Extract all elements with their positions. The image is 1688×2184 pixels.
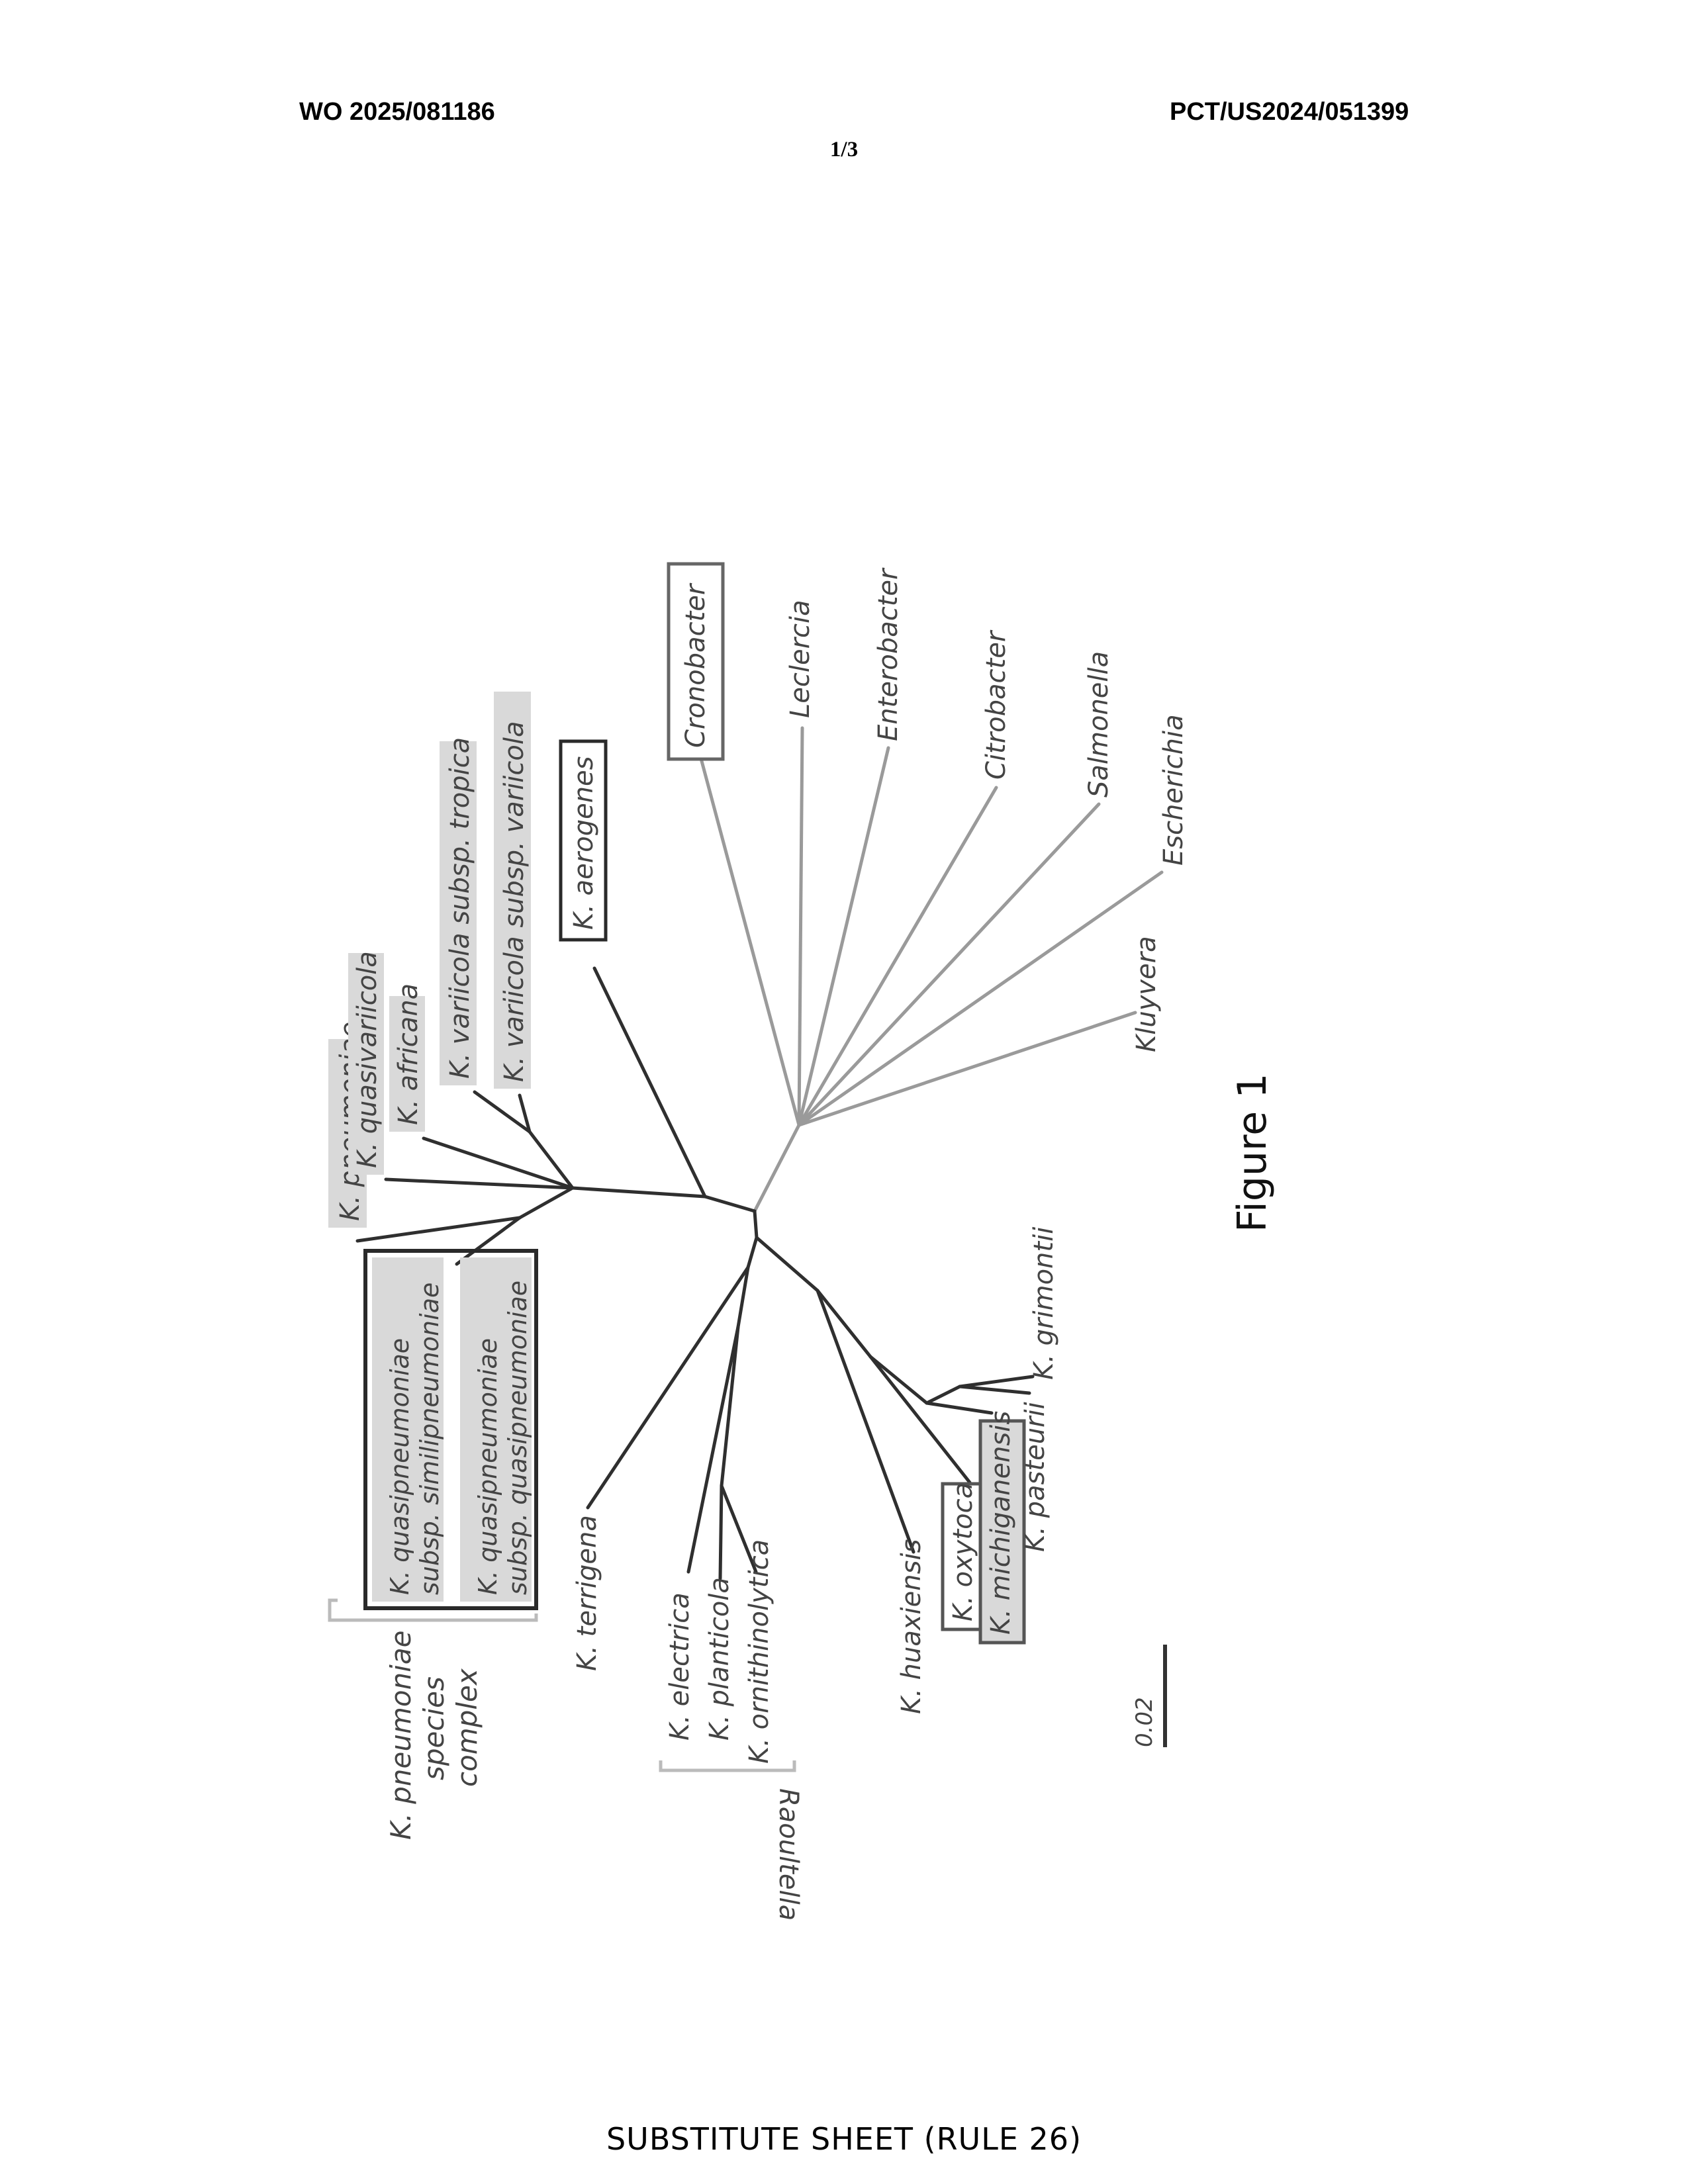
branch-internal-2	[573, 1188, 705, 1197]
svg-text:K. aerogenes: K. aerogenes	[569, 756, 599, 931]
label-k-aerogenes: K. aerogenes	[561, 741, 606, 940]
svg-text:K. pasteurii: K. pasteurii	[1020, 1402, 1051, 1552]
branch-k-electrica	[688, 1327, 738, 1572]
label-k-variicola-tropica: K. variicola subsp. tropica	[440, 737, 477, 1085]
label-kluyvera: Kluyvera	[1131, 936, 1162, 1052]
svg-text:K. quasivariicola: K. quasivariicola	[352, 951, 383, 1168]
branch-internal-1	[705, 1197, 755, 1211]
svg-text:K. quasipneumoniae: K. quasipneumoniae	[473, 1338, 502, 1595]
branch-outgroup-stem	[755, 1125, 799, 1211]
branch-k-pasteurii	[960, 1387, 1029, 1393]
branch-oxytoca-node	[818, 1291, 870, 1357]
svg-text:Kluyvera: Kluyvera	[1131, 936, 1162, 1052]
label-escherichia: Escherichia	[1158, 714, 1189, 866]
label-k-michiganensis: K. michiganensis	[980, 1411, 1024, 1643]
branch-internal-3	[755, 1211, 757, 1238]
label-kpsc-group: K. pneumoniae species complex	[385, 1631, 483, 1840]
label-k-quasivariicola: K. quasivariicola	[348, 951, 384, 1175]
label-k-pasteurii: K. pasteurii	[1020, 1402, 1051, 1552]
svg-text:K. grimontii: K. grimontii	[1029, 1227, 1059, 1380]
svg-text:K. africana: K. africana	[393, 983, 424, 1125]
branch-grimontii-node	[927, 1387, 960, 1403]
svg-text:Citrobacter: Citrobacter	[981, 629, 1011, 780]
label-k-ornithinolytica: K. ornithinolytica	[744, 1539, 774, 1764]
branch-k-aerogenes	[594, 968, 705, 1197]
outgroup-branches	[702, 728, 1162, 1211]
svg-text:K. huaxiensis: K. huaxiensis	[896, 1539, 927, 1714]
svg-text:K. ornithinolytica: K. ornithinolytica	[744, 1539, 774, 1764]
svg-text:K. michiganensis: K. michiganensis	[986, 1411, 1016, 1635]
label-enterobacter: Enterobacter	[873, 567, 904, 741]
svg-text:K. variicola subsp. variicola: K. variicola subsp. variicola	[499, 721, 530, 1082]
branch-k-quasivariicola	[386, 1179, 573, 1188]
svg-text:K. electrica: K. electrica	[665, 1592, 695, 1741]
branch-leclercia	[799, 728, 802, 1125]
branch-salmonella	[799, 804, 1099, 1125]
branch-internal-4	[748, 1238, 757, 1267]
svg-text:Raoultella: Raoultella	[773, 1788, 804, 1921]
svg-text:K. planticola: K. planticola	[704, 1577, 735, 1741]
label-citrobacter: Citrobacter	[981, 629, 1011, 780]
figure-caption: Figure 1	[1229, 1073, 1276, 1232]
svg-text:K. oxytoca: K. oxytoca	[948, 1482, 978, 1621]
svg-text:subsp. similipneumoniae: subsp. similipneumoniae	[415, 1283, 444, 1595]
label-leclercia: Leclercia	[785, 600, 816, 718]
svg-text:Enterobacter: Enterobacter	[873, 567, 904, 741]
scale-bar-label: 0.02	[1131, 1697, 1158, 1747]
svg-text:Cronobacter: Cronobacter	[680, 582, 711, 748]
svg-text:Leclercia: Leclercia	[785, 600, 816, 718]
svg-text:Salmonella: Salmonella	[1084, 651, 1114, 797]
label-cronobacter: Cronobacter	[669, 564, 723, 759]
label-k-huaxiensis: K. huaxiensis	[896, 1539, 927, 1714]
footer-text: SUBSTITUTE SHEET (RULE 26)	[0, 2121, 1688, 2157]
label-k-grimontii: K. grimontii	[1029, 1227, 1059, 1380]
svg-text:Figure 1: Figure 1	[1229, 1073, 1276, 1232]
label-k-planticola: K. planticola	[704, 1577, 735, 1741]
branch-escherichia	[799, 872, 1162, 1125]
svg-text:complex: complex	[451, 1668, 483, 1787]
branch-enterobacter	[799, 748, 888, 1125]
branch-cronobacter	[702, 761, 799, 1125]
label-k-electrica: K. electrica	[665, 1592, 695, 1741]
svg-text:Escherichia: Escherichia	[1158, 714, 1189, 866]
svg-text:K. variicola subsp. tropica: K. variicola subsp. tropica	[445, 737, 475, 1079]
svg-text:species: species	[418, 1676, 450, 1780]
label-raoultella-group: Raoultella	[773, 1788, 804, 1921]
svg-text:subsp. quasipneumoniae: subsp. quasipneumoniae	[503, 1281, 532, 1595]
branch-raoultella-inner	[722, 1327, 738, 1486]
branch-oxytoca-stem	[757, 1238, 818, 1291]
svg-text:K. quasipneumoniae: K. quasipneumoniae	[385, 1338, 414, 1595]
label-k-variicola-variicola: K. variicola subsp. variicola	[494, 692, 531, 1089]
branch-k-grimontii	[960, 1377, 1033, 1387]
label-k-africana: K. africana	[389, 983, 425, 1132]
branch-k-oxytoca	[870, 1357, 970, 1482]
branch-k-huaxiensis	[818, 1291, 914, 1552]
branch-k-planticola	[720, 1486, 722, 1578]
branch-kpsc-node	[520, 1188, 573, 1218]
branch-k-michiganensis	[927, 1403, 992, 1413]
label-k-terrigena: K. terrigena	[572, 1515, 602, 1671]
svg-text:K. terrigena: K. terrigena	[572, 1515, 602, 1671]
label-salmonella: Salmonella	[1084, 651, 1114, 797]
branch-citrobacter	[799, 788, 996, 1125]
branch-oxytoca-inner	[870, 1357, 927, 1403]
svg-text:0.02: 0.02	[1131, 1697, 1158, 1747]
svg-text:K. pneumoniae: K. pneumoniae	[385, 1631, 417, 1840]
